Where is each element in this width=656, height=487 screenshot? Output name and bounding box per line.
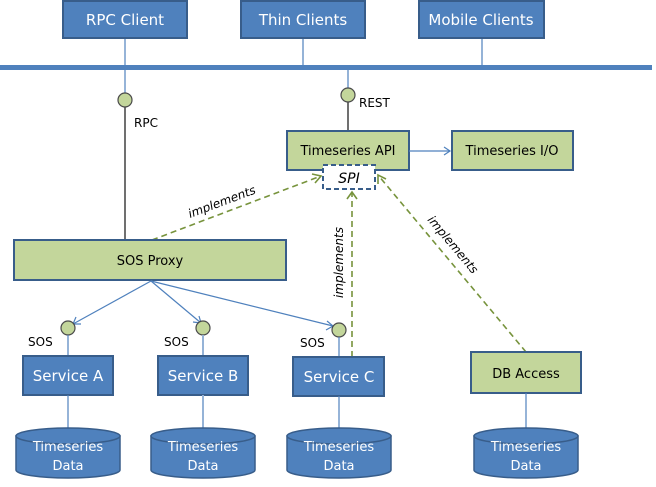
datastore-label-line2: Data bbox=[52, 459, 83, 474]
spi-label: SPI bbox=[338, 171, 359, 187]
datastore-label-line1: Timeseries bbox=[303, 440, 375, 455]
client-mobile-clients[interactable]: Mobile Clients bbox=[418, 0, 545, 39]
service-a[interactable]: Service A bbox=[22, 355, 114, 396]
sos-interface-icon bbox=[331, 322, 347, 338]
sos-interface-label: SOS bbox=[28, 335, 53, 349]
datastore-label-line2: Data bbox=[323, 459, 354, 474]
timeseries-api-component[interactable]: Timeseries API bbox=[286, 130, 410, 171]
service-label: Service A bbox=[33, 367, 104, 385]
service-b[interactable]: Service B bbox=[157, 355, 249, 396]
implements-label: implements bbox=[425, 213, 481, 276]
client-label: Thin Clients bbox=[258, 11, 348, 29]
implements-label: implements bbox=[186, 183, 257, 221]
arrow-head-icon bbox=[346, 190, 358, 200]
proxy-to-service-c-arrow bbox=[150, 280, 334, 327]
sos-proxy-component[interactable]: SOS Proxy bbox=[13, 239, 287, 281]
sos-interface-icon bbox=[60, 320, 76, 336]
implements-db-access-arrow bbox=[377, 174, 527, 353]
timeseries-io-label: Timeseries I/O bbox=[465, 144, 559, 159]
datastore-label-line2: Data bbox=[510, 459, 541, 474]
client-thin-clients[interactable]: Thin Clients bbox=[240, 0, 366, 39]
db-access-component[interactable]: DB Access bbox=[470, 351, 582, 394]
arrow-head-icon bbox=[443, 146, 452, 156]
proxy-to-service-b-arrow bbox=[150, 280, 202, 324]
arrow-head-icon bbox=[377, 173, 387, 184]
spi-interface[interactable]: SPI bbox=[322, 164, 376, 190]
implements-proxy-arrow bbox=[151, 175, 322, 241]
datastore-service-a[interactable]: Timeseries Data bbox=[15, 427, 121, 479]
timeseries-api-label: Timeseries API bbox=[299, 144, 395, 159]
datastore-service-b[interactable]: Timeseries Data bbox=[150, 427, 256, 479]
arrow-head-icon bbox=[311, 173, 323, 184]
client-rpc-client[interactable]: RPC Client bbox=[62, 0, 188, 39]
client-label: Mobile Clients bbox=[428, 11, 533, 29]
sos-interface-label: SOS bbox=[300, 336, 325, 350]
sos-interface-label: SOS bbox=[164, 335, 189, 349]
communication-bus bbox=[0, 65, 652, 70]
datastore-label-line1: Timeseries bbox=[490, 440, 562, 455]
client-label: RPC Client bbox=[86, 11, 164, 29]
service-label: Service B bbox=[168, 367, 239, 385]
service-label: Service C bbox=[304, 368, 375, 386]
service-c[interactable]: Service C bbox=[292, 356, 385, 397]
datastore-db-access[interactable]: Timeseries Data bbox=[473, 427, 579, 479]
db-access-label: DB Access bbox=[492, 367, 560, 382]
datastore-label-line2: Data bbox=[187, 459, 218, 474]
datastore-service-c[interactable]: Timeseries Data bbox=[286, 427, 392, 479]
sos-proxy-label: SOS Proxy bbox=[117, 254, 184, 269]
proxy-to-service-a-arrow bbox=[72, 280, 152, 325]
rest-interface-icon bbox=[340, 87, 356, 103]
datastore-label-line1: Timeseries bbox=[32, 440, 104, 455]
datastore-label-line1: Timeseries bbox=[167, 440, 239, 455]
implements-label: implements bbox=[332, 227, 346, 298]
sos-interface-icon bbox=[195, 320, 211, 336]
rpc-interface-icon bbox=[117, 92, 133, 108]
rest-interface-label: REST bbox=[359, 96, 391, 110]
rpc-interface-label: RPC bbox=[134, 116, 158, 130]
timeseries-io-component[interactable]: Timeseries I/O bbox=[451, 130, 574, 171]
